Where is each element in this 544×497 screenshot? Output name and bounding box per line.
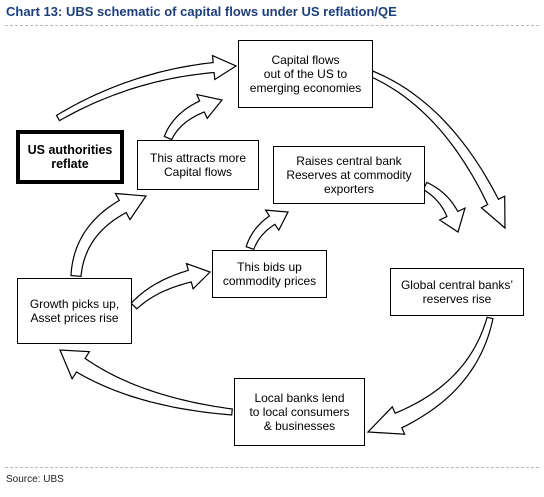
arrow-growth-to-bids-up <box>130 262 212 310</box>
arrow-global-reserves-to-local-banks <box>366 316 494 435</box>
node-us-authorities-reflate: US authorities reflate <box>16 130 124 184</box>
node-global-reserves-rise: Global central banks’ reserves rise <box>390 268 524 316</box>
source-note: Source: UBS <box>6 474 64 485</box>
node-growth-picks-up: Growth picks up, Asset prices rise <box>17 278 132 344</box>
node-attracts-capital: This attracts more Capital flows <box>137 140 259 190</box>
chart-title: Chart 13: UBS schematic of capital flows… <box>6 4 397 19</box>
arrow-reflate-to-capital-flows <box>55 54 238 122</box>
node-local-banks-lend: Local banks lend to local consumers & bu… <box>234 378 365 446</box>
arrow-attracts-to-capital-flows <box>163 93 224 141</box>
arrow-bids-up-to-raises-reserves <box>245 209 289 251</box>
arrow-local-banks-to-growth <box>59 349 233 416</box>
arrow-growth-to-attracts <box>70 192 148 278</box>
arrow-raises-reserves-to-global <box>422 181 466 233</box>
node-bids-up-commodity-prices: This bids up commodity prices <box>212 250 327 298</box>
footer-rule <box>5 467 539 468</box>
title-rule <box>5 25 539 26</box>
node-capital-flows-out: Capital flows out of the US to emerging … <box>238 40 373 108</box>
arrow-capital-flows-to-global-reserves <box>370 70 506 230</box>
node-raises-central-bank-reserves: Raises central bank Reserves at commodit… <box>273 146 425 204</box>
